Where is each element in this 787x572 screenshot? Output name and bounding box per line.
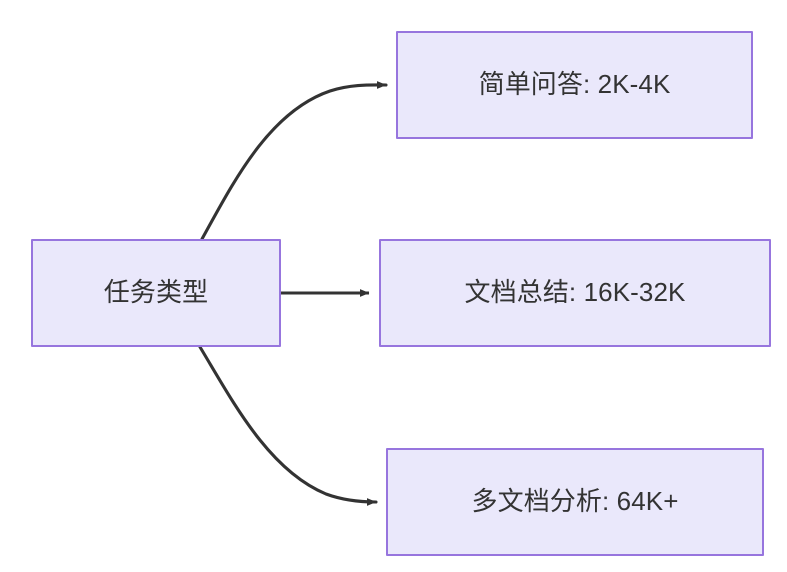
node-simple-qa[interactable]: 简单问答: 2K-4K (396, 31, 753, 139)
node-simple-qa-label: 简单问答: 2K-4K (478, 69, 671, 100)
node-doc-summary-label: 文档总结: 16K-32K (464, 277, 686, 308)
node-multi-doc-analysis[interactable]: 多文档分析: 64K+ (386, 448, 764, 556)
node-task-type-label: 任务类型 (103, 277, 209, 308)
node-multi-doc-analysis-label: 多文档分析: 64K+ (471, 486, 679, 517)
edge-source-to-multi (198, 345, 378, 506)
edge-source-to-simple (200, 80, 388, 241)
node-task-type[interactable]: 任务类型 (31, 239, 281, 347)
node-doc-summary[interactable]: 文档总结: 16K-32K (379, 239, 771, 347)
